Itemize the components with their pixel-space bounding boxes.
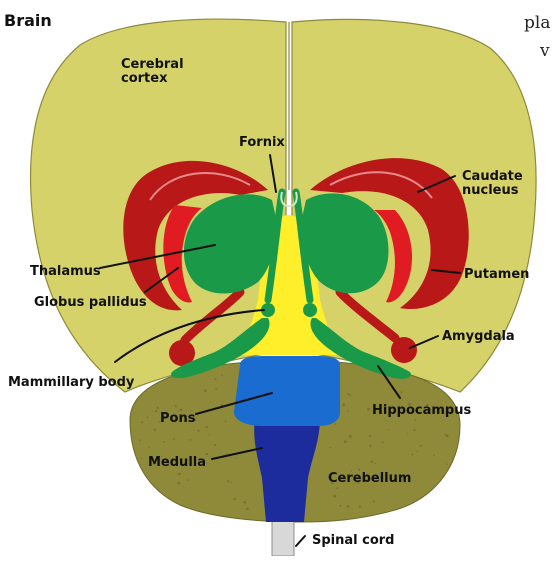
cerebellum-speckle bbox=[155, 410, 157, 412]
cerebellum-speckle bbox=[373, 500, 375, 502]
cerebellum-speckle bbox=[369, 445, 371, 447]
cerebellum-speckle bbox=[330, 447, 331, 448]
cerebellum-speckle bbox=[234, 498, 236, 500]
diagram-title: Brain bbox=[4, 11, 52, 30]
cerebellum-label: Cerebellum bbox=[328, 471, 411, 486]
cerebellum-speckle bbox=[214, 444, 216, 446]
cerebellum-speckle bbox=[369, 435, 371, 437]
stray-text-2: v bbox=[539, 41, 550, 61]
cerebellum-speckle bbox=[400, 391, 402, 393]
cerebellum-speckle bbox=[407, 433, 408, 434]
cerebellum-speckle bbox=[246, 507, 249, 510]
cerebellum-speckle bbox=[388, 429, 389, 430]
cerebellum-speckle bbox=[414, 429, 416, 431]
cerebellum-speckle bbox=[333, 495, 336, 498]
stray-text-1: pla bbox=[524, 13, 550, 33]
cerebellum-speckle bbox=[446, 435, 449, 438]
cerebellum-speckle bbox=[140, 458, 141, 459]
cerebral-cortex-label-line1: Cerebral bbox=[121, 57, 184, 72]
globus-pallidus-label: Globus pallidus bbox=[34, 295, 147, 310]
cerebellum-speckle bbox=[215, 378, 217, 380]
cerebellum-speckle bbox=[139, 439, 141, 441]
cerebellum-speckle bbox=[173, 438, 175, 440]
cerebellum-speckle bbox=[382, 441, 384, 443]
cerebellum-speckle bbox=[371, 461, 373, 463]
thalamus-label: Thalamus bbox=[30, 264, 101, 279]
cerebellum-speckle bbox=[209, 434, 210, 435]
spinal-cord-leader bbox=[296, 536, 305, 546]
cerebellum-speckle bbox=[141, 421, 143, 423]
spinal-cord-shape bbox=[272, 518, 294, 556]
right-amygdala bbox=[391, 337, 417, 363]
cerebellum-speckle bbox=[367, 408, 370, 411]
cerebellum-speckle bbox=[348, 411, 350, 413]
cerebellum-speckle bbox=[335, 423, 337, 425]
cerebellum-speckle bbox=[359, 505, 361, 507]
cerebellum-speckle bbox=[415, 419, 417, 421]
cerebellum-speckle bbox=[163, 441, 165, 443]
cerebellum-speckle bbox=[347, 505, 350, 508]
cerebellum-speckle bbox=[178, 473, 181, 476]
cerebellum-speckle bbox=[227, 480, 229, 482]
cerebellum-speckle bbox=[187, 479, 189, 481]
cerebellum-speckle bbox=[221, 375, 222, 376]
caudate-label-line1: Caudate bbox=[462, 169, 523, 184]
cerebellum-speckle bbox=[413, 472, 414, 473]
cerebellum-speckle bbox=[190, 439, 192, 441]
caudate-label-line2: nucleus bbox=[462, 183, 519, 198]
pons-shape bbox=[234, 356, 340, 426]
cerebellum-speckle bbox=[420, 445, 422, 447]
spinal-cord-label: Spinal cord bbox=[312, 533, 395, 548]
cerebellum-speckle bbox=[148, 446, 150, 448]
amygdala-label: Amygdala bbox=[442, 329, 515, 344]
mammillary-body-label: Mammillary body bbox=[8, 375, 135, 390]
cerebellum-speckle bbox=[343, 403, 346, 406]
right-mammillary-body bbox=[303, 303, 317, 317]
cerebellum-speckle bbox=[433, 455, 434, 456]
cerebellum-speckle bbox=[411, 454, 413, 456]
cerebellum-speckle bbox=[417, 451, 418, 452]
cerebellum-speckle bbox=[349, 395, 351, 397]
cerebellum-speckle bbox=[147, 416, 149, 418]
cerebellum-speckle bbox=[375, 463, 376, 464]
cerebellum-speckle bbox=[344, 440, 347, 443]
hippocampus-label: Hippocampus bbox=[372, 403, 471, 418]
cerebellum-speckle bbox=[204, 390, 207, 393]
cerebellum-speckle bbox=[347, 393, 349, 395]
cerebellum-speckle bbox=[175, 405, 177, 407]
putamen-label: Putamen bbox=[464, 267, 529, 282]
cerebellum-speckle bbox=[154, 428, 156, 430]
cerebellum-speckle bbox=[235, 458, 236, 459]
pons-label: Pons bbox=[160, 411, 196, 426]
cerebellum-speckle bbox=[198, 430, 200, 432]
cerebellum-speckle bbox=[349, 435, 352, 438]
fornix-label: Fornix bbox=[239, 135, 285, 150]
cerebellum-speckle bbox=[205, 426, 207, 428]
medulla-label: Medulla bbox=[148, 455, 206, 470]
cerebellum-speckle bbox=[225, 421, 227, 423]
cerebellum-speckle bbox=[243, 501, 246, 504]
cerebellum-speckle bbox=[215, 388, 217, 390]
cerebellum-speckle bbox=[177, 482, 180, 485]
cerebellum-speckle bbox=[340, 505, 342, 507]
cerebellum-speckle bbox=[336, 487, 338, 489]
cerebral-cortex-label-line2: cortex bbox=[121, 71, 168, 86]
cerebellum-speckle bbox=[157, 407, 159, 409]
cerebellum-speckle bbox=[446, 463, 447, 464]
cerebellum-speckle bbox=[231, 482, 232, 483]
caudate-nucleus-label: Caudate nucleus bbox=[462, 169, 527, 198]
cerebellum-speckle bbox=[445, 434, 447, 436]
cerebellum-speckle bbox=[225, 453, 226, 454]
